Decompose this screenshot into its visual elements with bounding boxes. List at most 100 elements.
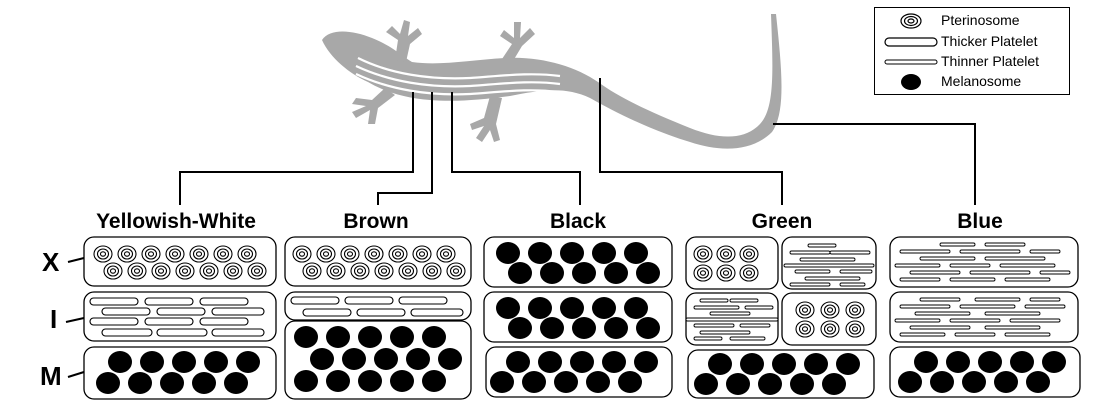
melanosome-icon (901, 74, 921, 90)
connector-green (599, 78, 783, 205)
thinner-platelet (1039, 270, 1071, 275)
pterinosome (340, 245, 360, 263)
legend-item-thinner-platelet: Thinner Platelet (875, 52, 1071, 72)
thicker-platelet-icon (884, 37, 938, 47)
melanosome (438, 348, 462, 370)
melanosome (294, 370, 318, 392)
melanosome (406, 348, 430, 370)
pterinosome (693, 264, 713, 282)
melanosome (326, 326, 350, 348)
thinner-platelet (1029, 249, 1061, 254)
connector-brown (377, 92, 433, 205)
pterinosome (398, 262, 418, 280)
legend-item-melanosome: Melanosome (875, 72, 1071, 92)
pterinosome (436, 245, 456, 263)
thinner-platelet (794, 269, 831, 274)
pterinosome (693, 245, 713, 263)
lizard-front-lower-leg (352, 88, 395, 124)
pterinosome (103, 262, 123, 280)
thinner-platelet (949, 263, 991, 268)
thinner-platelet (839, 269, 873, 274)
pterinosome (247, 262, 267, 280)
melanosome (978, 351, 1002, 373)
legend: Pterinosome Thicker Platelet Thinner Pla… (874, 7, 1070, 95)
thinner-platelet (999, 263, 1056, 268)
blue-x-box (889, 236, 1079, 288)
legend-item-pterinosome: Pterinosome (875, 11, 1071, 31)
pterinosome-core (253, 268, 261, 274)
pterinosome-core (851, 326, 859, 332)
melanosome (496, 297, 520, 319)
melanosome (528, 242, 552, 264)
melanosome (522, 371, 546, 393)
melanosome (560, 297, 584, 319)
melanosome (224, 372, 248, 394)
pterinosome-core (99, 251, 107, 257)
pterinosome (739, 245, 759, 263)
pterinosome-core (745, 251, 753, 257)
melanosome (560, 242, 584, 264)
thinner-platelet (984, 311, 1041, 316)
pterinosome (213, 245, 233, 263)
pterinosome-core (123, 251, 131, 257)
melanosome (636, 317, 660, 339)
melanosome (1026, 371, 1050, 393)
melanosome (528, 297, 552, 319)
pterinosome (795, 301, 815, 319)
melanosome (108, 351, 132, 373)
melanosome (358, 370, 382, 392)
legend-label-pterinosome: Pterinosome (941, 12, 1020, 28)
melanosome (592, 297, 616, 319)
thinner-platelet (729, 298, 759, 303)
column-title-brown: Brown (343, 210, 409, 233)
thinner-platelet (799, 257, 856, 262)
blue-i-box (889, 291, 1079, 343)
m-row-pointer (67, 371, 85, 378)
pterinosome (175, 262, 195, 280)
pterinosome-core (722, 270, 730, 276)
pterinosome-core (147, 251, 155, 257)
melanosome (930, 371, 954, 393)
pterinosome (374, 262, 394, 280)
melanosome (946, 351, 970, 373)
thicker-platelet (89, 297, 139, 306)
melanosome (822, 373, 846, 395)
pterinosome-core (801, 326, 809, 332)
melanosome (898, 371, 922, 393)
thinner-platelet (839, 282, 866, 287)
melanosome (572, 317, 596, 339)
melanosome (540, 262, 564, 284)
column-title-yellowish-white: Yellowish-White (96, 210, 256, 233)
pterinosome-core (826, 326, 834, 332)
connector-lines (179, 78, 976, 205)
thinner-platelet (954, 332, 996, 337)
pterinosome (223, 262, 243, 280)
pterinosome-core (181, 268, 189, 274)
pterinosome-core (195, 251, 203, 257)
lizard-silhouette (322, 14, 782, 149)
thicker-platelet (101, 328, 153, 337)
green-x-left-box (685, 236, 779, 290)
pterinosome-core (308, 268, 316, 274)
melanosome (422, 370, 446, 392)
melanosome (236, 351, 260, 373)
melanosome (586, 371, 610, 393)
thicker-platelet (101, 307, 151, 316)
thicker-platelet (410, 308, 464, 317)
thinner-platelet (949, 318, 1001, 323)
melanosome (374, 348, 398, 370)
thicker-platelet (398, 296, 448, 305)
thicker-platelet (199, 317, 249, 326)
thinner-platelet (739, 323, 771, 328)
melanosome (192, 372, 216, 394)
pterinosome (422, 262, 442, 280)
row-pointers (65, 257, 85, 378)
pterinosome (93, 245, 113, 263)
lizard-back-upper-leg (500, 22, 535, 66)
thinner-platelet (789, 282, 831, 287)
pterinosome-core (394, 251, 402, 257)
column-title-black: Black (549, 210, 607, 233)
thinner-platelet (829, 250, 871, 255)
pterinosome (165, 245, 185, 263)
thinner-platelet (693, 305, 740, 310)
